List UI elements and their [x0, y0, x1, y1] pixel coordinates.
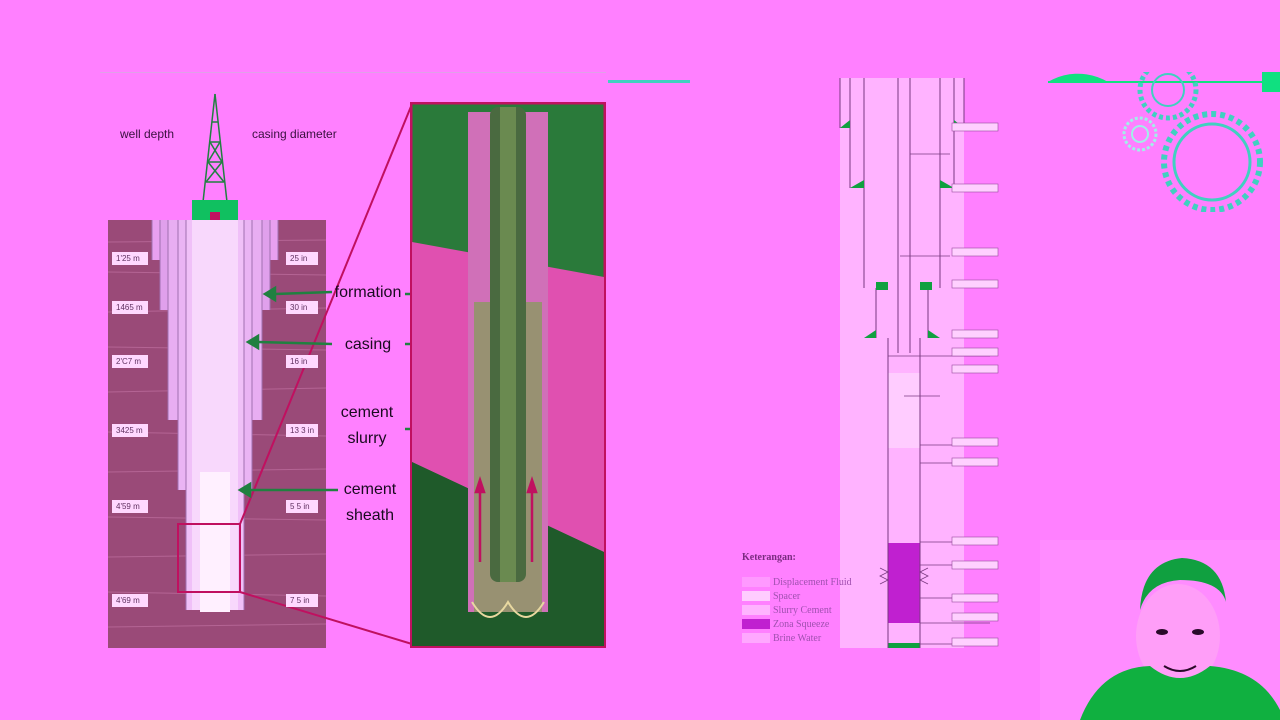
callout-cement-slurry: cement slurry — [340, 404, 394, 447]
legend: Keterangan: Displacement Fluid Spacer Sl… — [742, 552, 872, 645]
diameter-label: 7 5 in — [286, 594, 318, 607]
well-schematic-panel: well depth casing diameter — [100, 72, 610, 652]
legend-item: Spacer — [742, 589, 872, 603]
legend-item: Slurry Cement — [742, 603, 872, 617]
well-depth-header: well depth — [120, 127, 175, 141]
casing-diameter-header: casing diameter — [252, 127, 337, 141]
legend-swatch — [742, 577, 770, 587]
webcam-overlay — [1040, 540, 1280, 720]
callout-casing: casing — [344, 336, 392, 353]
legend-swatch — [742, 591, 770, 601]
casing-7 — [200, 472, 230, 612]
legend-item: Displacement Fluid — [742, 575, 872, 589]
depth-label: 1465 m — [112, 301, 148, 314]
legend-title: Keterangan: — [742, 552, 796, 563]
diameter-label: 13 3 in — [286, 424, 318, 437]
depth-label: 2'C7 m — [112, 355, 148, 368]
legend-item: Zona Squeeze — [742, 617, 872, 631]
zoom-box — [177, 523, 241, 593]
cement-program-schematic — [839, 78, 999, 648]
casing-walls — [151, 220, 279, 610]
callout-formation: formation — [334, 284, 402, 301]
legend-label: Spacer — [773, 590, 801, 602]
callout-cement-sheath: cement sheath — [343, 481, 397, 524]
diameter-label: 25 in — [286, 252, 318, 265]
top-rule — [100, 72, 606, 73]
legend-swatch — [742, 605, 770, 615]
legend-label: Zona Squeeze — [773, 618, 830, 630]
depth-label: 1'25 m — [112, 252, 148, 265]
diameter-label: 30 in — [286, 301, 318, 314]
legend-swatch — [742, 633, 770, 643]
legend-label: Displacement Fluid — [773, 576, 852, 588]
gear-decoration-icon — [1048, 72, 1280, 212]
accent-line — [608, 80, 690, 83]
presenter-avatar — [1080, 558, 1280, 720]
depth-label: 3425 m — [112, 424, 148, 437]
zoom-detail — [410, 102, 606, 648]
depth-label: 4'69 m — [112, 594, 148, 607]
legend-swatch — [742, 619, 770, 629]
diameter-label: 5 5 in — [286, 500, 318, 513]
drill-floor — [192, 200, 238, 220]
diameter-label: 16 in — [286, 355, 318, 368]
legend-item: Brine Water — [742, 631, 872, 645]
derrick-icon — [202, 93, 228, 203]
legend-items: Displacement Fluid Spacer Slurry Cement … — [742, 575, 872, 645]
legend-label: Slurry Cement — [773, 604, 832, 616]
depth-label: 4'59 m — [112, 500, 148, 513]
legend-label: Brine Water — [773, 632, 822, 644]
